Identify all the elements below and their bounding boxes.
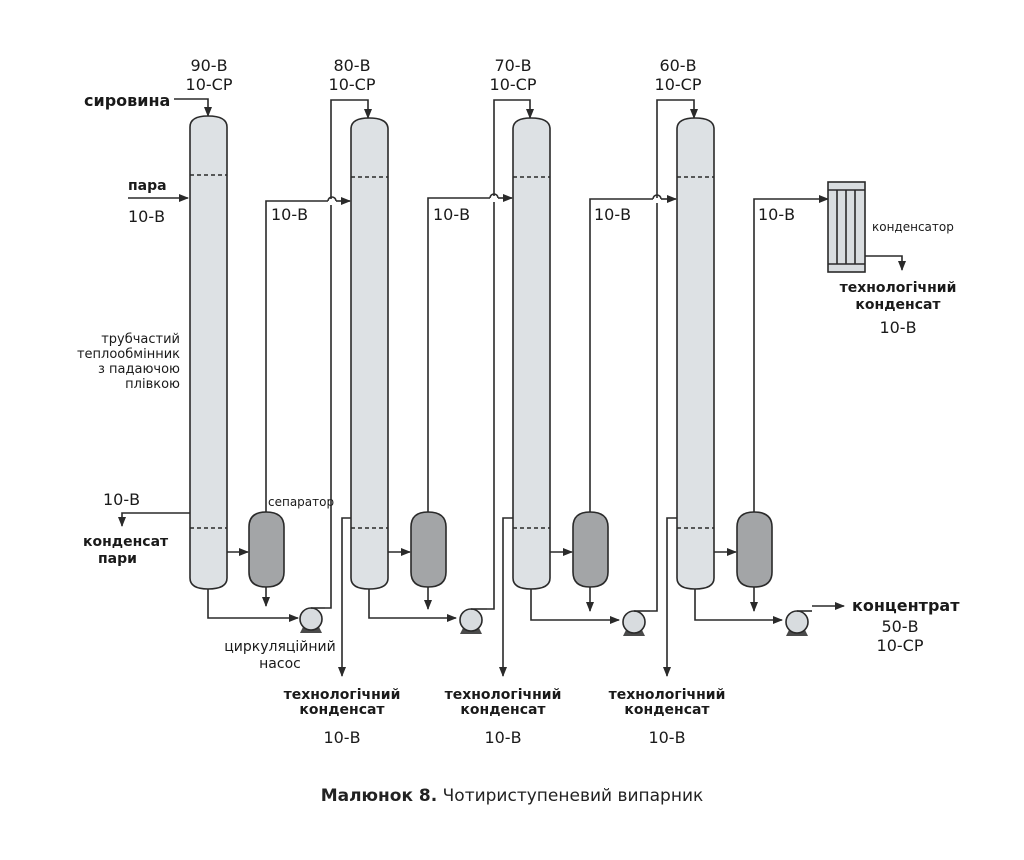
svg-text:60-В: 60-В: [659, 56, 696, 75]
separator-1: [248, 511, 285, 588]
svg-text:циркуляційний: циркуляційний: [224, 639, 336, 655]
raw-material-label: сировина: [84, 91, 170, 110]
svg-text:конденсат: конденсат: [855, 297, 941, 313]
svg-text:10-В: 10-В: [648, 728, 685, 747]
separator-3: [572, 511, 609, 588]
svg-text:10-СР: 10-СР: [877, 636, 924, 655]
svg-text:технологічний: технологічний: [609, 687, 726, 703]
process-condensate-2: технологічний конденсат 10-В: [445, 687, 562, 747]
process-condensate-3: технологічний конденсат 10-В: [609, 687, 726, 747]
vapor-code-2: 10-В: [433, 205, 470, 224]
pump-2: [459, 608, 487, 634]
svg-text:технологічний: технологічний: [284, 687, 401, 703]
stage-4-label: 60-В 10-СР: [655, 56, 702, 94]
svg-text:10-В: 10-В: [879, 318, 916, 337]
separator-4: [736, 511, 773, 588]
condenser: [827, 181, 866, 273]
svg-text:10-СР: 10-СР: [329, 75, 376, 94]
column-3: [512, 117, 551, 590]
steam-code: 10-В: [128, 207, 165, 226]
steam-condensate-label-2: пари: [98, 551, 137, 567]
pump-3: [622, 610, 650, 636]
process-condensate-1: технологічний конденсат 10-В: [284, 687, 401, 747]
svg-text:80-В: 80-В: [333, 56, 370, 75]
vapor-code-3: 10-В: [594, 205, 631, 224]
steam-condensate-label-1: конденсат: [83, 534, 169, 550]
svg-text:трубчастий: трубчастий: [101, 332, 180, 347]
concentrate-output: концентрат 50-В 10-СР: [852, 596, 960, 655]
svg-text:50-В: 50-В: [881, 617, 918, 636]
condenser-process-condensate: технологічний конденсат 10-В: [840, 280, 957, 337]
svg-text:технологічний: технологічний: [445, 687, 562, 703]
stage-2-label: 80-В 10-СР: [329, 56, 376, 94]
column-1: [189, 115, 228, 590]
svg-text:теплообмінник: теплообмінник: [77, 347, 180, 362]
pump-label: циркуляційний насос: [224, 639, 336, 672]
svg-text:з падаючою: з падаючою: [98, 362, 180, 377]
separator-label: сепаратор: [268, 495, 334, 509]
caption-number: Малюнок 8.: [320, 786, 438, 806]
svg-text:10-СР: 10-СР: [490, 75, 537, 94]
svg-text:технологічний: технологічний: [840, 280, 957, 296]
svg-text:конденсат: конденсат: [624, 702, 710, 718]
stage-1-label: 90-В 10-СР: [186, 56, 233, 94]
figure-caption: Малюнок 8. Чотириступеневий випарник: [0, 786, 1024, 806]
svg-text:10-В: 10-В: [484, 728, 521, 747]
svg-text:10-СР: 10-СР: [186, 75, 233, 94]
column-4: [676, 117, 715, 590]
svg-text:насос: насос: [259, 656, 301, 672]
svg-text:плівкою: плівкою: [125, 377, 180, 392]
pump-4: [785, 610, 812, 636]
steam-condensate-code: 10-В: [103, 490, 140, 509]
stage-3-label: 70-В 10-СР: [490, 56, 537, 94]
svg-text:конденсат: конденсат: [299, 702, 385, 718]
condenser-label: конденсатор: [872, 220, 954, 234]
separator-2: [410, 511, 447, 588]
svg-text:конденсат: конденсат: [460, 702, 546, 718]
heat-exchanger-label: трубчастий теплообмінник з падаючою плів…: [77, 332, 180, 392]
vapor-code-4: 10-В: [758, 205, 795, 224]
caption-text: Чотириступеневий випарник: [437, 786, 704, 806]
svg-text:90-В: 90-В: [190, 56, 227, 75]
svg-text:концентрат: концентрат: [852, 596, 960, 615]
svg-text:70-В: 70-В: [494, 56, 531, 75]
svg-text:10-В: 10-В: [323, 728, 360, 747]
pump-1: [299, 607, 325, 633]
vapor-code-1: 10-В: [271, 205, 308, 224]
svg-text:10-СР: 10-СР: [655, 75, 702, 94]
column-2: [350, 117, 389, 590]
steam-label: пара: [128, 178, 167, 194]
evaporator-diagram: 90-В 10-СР 80-В 10-СР 70-В 10-СР 60-В 10…: [77, 56, 960, 747]
